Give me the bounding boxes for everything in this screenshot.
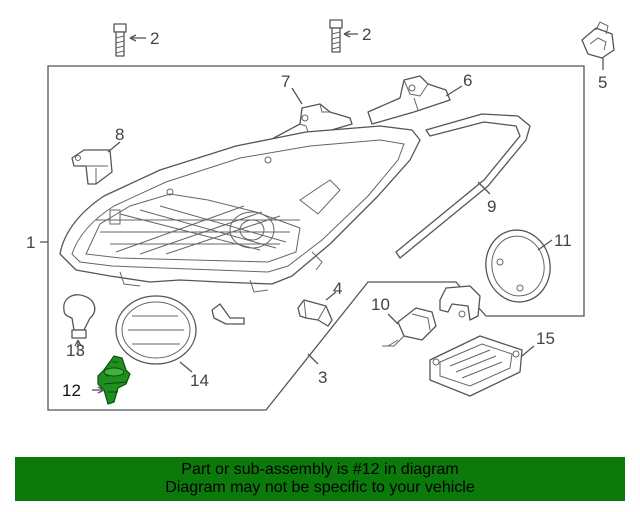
callout-1: 1: [26, 233, 35, 252]
callout-14: 14: [190, 371, 209, 390]
callout-9: 9: [487, 197, 496, 216]
hid-bulb-part-10[interactable]: [382, 307, 437, 347]
callout-6: 6: [463, 71, 472, 90]
connector-part-8[interactable]: [71, 149, 113, 185]
callout-5: 5: [598, 73, 607, 92]
bracket-part-4[interactable]: [297, 299, 333, 327]
bracket-part-6[interactable]: [367, 75, 451, 125]
callout-10: 10: [371, 295, 390, 314]
assembly-frame: [47, 65, 585, 411]
callout-13: 13: [66, 341, 85, 360]
banner-line-1: Part or sub-assembly is #12 in diagram: [181, 461, 459, 478]
headlamp-housing: [59, 125, 421, 293]
bolt-part-2a[interactable]: [113, 23, 127, 57]
ballast-module-part-15[interactable]: [429, 335, 523, 397]
callout-3: 3: [318, 368, 327, 387]
callout-8: 8: [115, 125, 124, 144]
bolt-part-2b[interactable]: [329, 19, 343, 53]
banner-line-2: Diagram may not be specific to your vehi…: [165, 479, 475, 496]
clip-part-5[interactable]: [581, 21, 615, 59]
highlighted-bulb-part-12[interactable]: [97, 355, 131, 405]
callout-2b: 2: [362, 25, 371, 44]
small-bracket: [211, 303, 245, 325]
callout-4: 4: [333, 279, 342, 298]
callout-7: 7: [281, 72, 290, 91]
bulb-12-body: [97, 355, 131, 405]
parts-diagram: 1 2 2 5 7 6: [26, 19, 615, 411]
trim-strip-part-9[interactable]: [395, 113, 531, 259]
callout-15: 15: [536, 329, 555, 348]
mount-bracket: [439, 285, 481, 321]
callout-2a: 2: [150, 29, 159, 48]
dust-cover-part-14[interactable]: [115, 295, 197, 365]
info-banner: Part or sub-assembly is #12 in diagram D…: [15, 457, 625, 501]
bulb-part-13[interactable]: [63, 294, 96, 339]
callout-11: 11: [554, 231, 572, 250]
callout-12: 12: [62, 381, 81, 400]
dust-cap-part-11[interactable]: [480, 225, 556, 307]
